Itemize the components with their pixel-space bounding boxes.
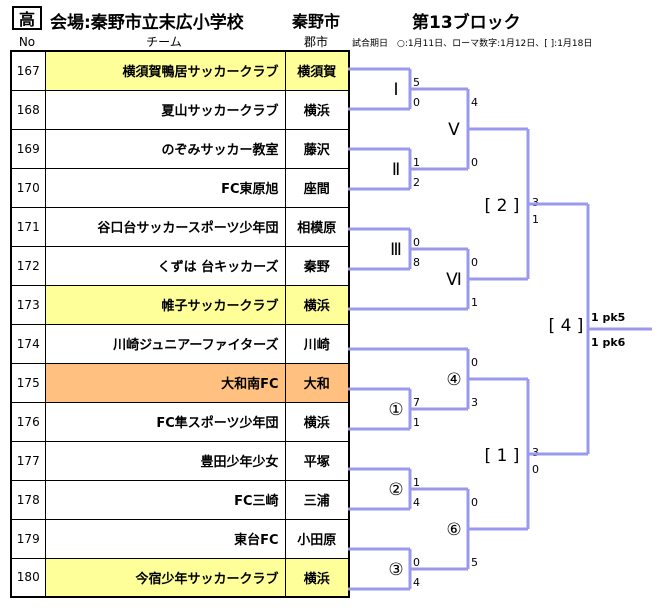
match-label: Ⅱ [392, 160, 400, 180]
team-name: 豊田少年少女 [44, 440, 286, 481]
team-city: 小田原 [284, 518, 350, 559]
score-top: 7 [413, 396, 420, 409]
team-city: 横浜 [284, 401, 350, 442]
team-name: のぞみサッカー教室 [44, 128, 286, 169]
column-header-city: 郡市 [303, 35, 328, 49]
team-name: 大和南FC [44, 362, 286, 403]
team-name: FC東原旭 [44, 167, 286, 208]
team-city: 藤沢 [284, 128, 350, 169]
team-city: 平塚 [284, 440, 350, 481]
match-label: [ 1 ] [485, 446, 520, 466]
team-city: 横浜 [284, 557, 350, 598]
venue-title: 会場:秦野市立末広小学校 [50, 13, 244, 33]
team-number: 171 [10, 206, 46, 247]
score-top: 4 [471, 96, 478, 109]
score-bottom: 8 [413, 256, 420, 269]
match-label: ④ [446, 370, 461, 390]
team-number: 175 [10, 362, 46, 403]
score-bottom: 2 [413, 176, 420, 189]
match-date-legend: 試合期日 ○:1月11日、ローマ数字:1月12日、[ ]:1月18日 [352, 39, 593, 49]
score-bottom: 1 [471, 296, 478, 309]
score-bottom: 0 [413, 96, 420, 109]
team-name: FC隼スポーツ少年団 [44, 401, 286, 442]
score-top: 1 [413, 156, 420, 169]
match-label: ③ [388, 560, 403, 580]
match-label: Ⅴ [448, 120, 460, 140]
score-top: 1 [413, 476, 420, 489]
match-label: ② [388, 480, 403, 500]
team-name: 谷口台サッカースポーツ少年団 [44, 206, 286, 247]
host-city: 秦野市 [292, 12, 341, 31]
team-name: 川崎ジュニアーファイターズ [44, 323, 286, 364]
team-name: 東台FC [44, 518, 286, 559]
match-label: Ⅰ [393, 80, 398, 100]
score-bottom: 5 [471, 556, 478, 569]
score-top: 0 [471, 496, 478, 509]
score-bottom: 4 [413, 576, 420, 589]
match-label: ① [388, 400, 403, 420]
score-bottom: 1 [413, 416, 420, 429]
score-top: 0 [471, 356, 478, 369]
final-score-top: 1 pk5 [591, 311, 625, 324]
score-bottom: 0 [471, 156, 478, 169]
team-number: 179 [10, 518, 46, 559]
final-match-label: [ 4 ] [549, 316, 584, 336]
score-bottom: 3 [471, 396, 478, 409]
team-city: 横浜 [284, 284, 350, 325]
column-header-no: No [18, 35, 36, 49]
block-title: 第13ブロック [412, 13, 521, 33]
match-label: ⑥ [446, 520, 461, 540]
score-bottom: 1 [532, 213, 539, 226]
score-top: 0 [471, 256, 478, 269]
team-name: 今宿少年サッカークラブ [44, 557, 286, 598]
score-top: 0 [413, 556, 420, 569]
match-label: Ⅲ [390, 240, 402, 260]
match-label: Ⅵ [446, 270, 462, 290]
division-badge: 高 [12, 6, 42, 30]
team-number: 170 [10, 167, 46, 208]
team-number: 169 [10, 128, 46, 169]
score-bottom: 0 [532, 463, 539, 476]
team-number: 172 [10, 245, 46, 286]
score-bottom: 4 [413, 496, 420, 509]
team-name: 夏山サッカークラブ [44, 89, 286, 130]
team-number: 167 [10, 50, 46, 91]
team-name: くずは 台キッカーズ [44, 245, 286, 286]
score-top: 5 [413, 76, 420, 89]
team-number: 178 [10, 479, 46, 520]
team-city: 大和 [284, 362, 350, 403]
match-label: [ 2 ] [485, 196, 520, 216]
column-header-team: チーム [146, 35, 182, 49]
score-top: 0 [413, 236, 420, 249]
final-score-bottom: 1 pk6 [591, 336, 626, 349]
team-city: 相模原 [284, 206, 350, 247]
team-name: FC三崎 [44, 479, 286, 520]
team-city: 横浜 [284, 89, 350, 130]
